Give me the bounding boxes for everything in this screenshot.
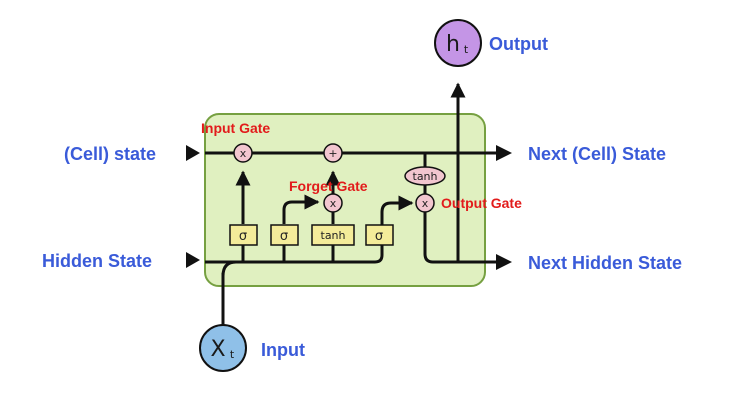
output-label: Output xyxy=(489,34,548,54)
sigma-gate-1 xyxy=(229,224,258,246)
cell-tanh-label: tanh xyxy=(413,170,438,183)
input-node xyxy=(199,324,247,372)
add-operator xyxy=(323,143,343,163)
next-hidden-state-label: Next Hidden State xyxy=(528,253,682,273)
cell-tanh xyxy=(404,166,446,186)
input-label: Input xyxy=(261,340,305,360)
hidden-output-node-label: h xyxy=(446,32,460,57)
output-gate-multiply xyxy=(415,193,435,213)
cell-state-input-arrow xyxy=(186,145,200,161)
next-cell-state-arrow xyxy=(496,145,512,161)
hidden-state-input-label: Hidden State xyxy=(42,251,152,271)
input-node-label: X xyxy=(210,337,225,362)
input-join xyxy=(221,260,237,277)
hidden-state-input-arrow xyxy=(186,252,200,268)
input-node-subscript: t xyxy=(230,348,235,361)
add-operator-symbol: + xyxy=(328,147,337,160)
output-gate-label: Output Gate xyxy=(441,195,522,211)
tanh-gate xyxy=(311,224,355,246)
output-to-next-hidden xyxy=(423,212,500,264)
output-gate-multiply-symbol: x xyxy=(422,197,429,210)
sigma-gate-3 xyxy=(365,224,394,246)
forget-gate-multiply xyxy=(323,193,343,213)
tanh-gate-label: tanh xyxy=(321,229,346,242)
forget-gate-label: Forget Gate xyxy=(289,178,368,194)
sigma-gate-1-label: σ xyxy=(239,229,247,244)
input-gate-multiply xyxy=(233,143,253,163)
hidden-output-node xyxy=(434,19,482,67)
sigma2-to-forget-mult xyxy=(282,194,320,224)
sigma-gate-3-label: σ xyxy=(375,229,383,244)
sigma-gate-2-label: σ xyxy=(280,229,288,244)
next-cell-state-label: Next (Cell) State xyxy=(528,144,666,164)
input-gate-label: Input Gate xyxy=(201,120,270,136)
hidden-output-node-subscript: t xyxy=(464,43,469,56)
cell-state-input-label: (Cell) state xyxy=(64,144,156,164)
next-hidden-state-arrow xyxy=(496,254,512,270)
forget-gate-multiply-symbol: x xyxy=(330,197,337,210)
input-gate-multiply-symbol: x xyxy=(240,147,247,160)
sigma-gate-2 xyxy=(270,224,299,246)
